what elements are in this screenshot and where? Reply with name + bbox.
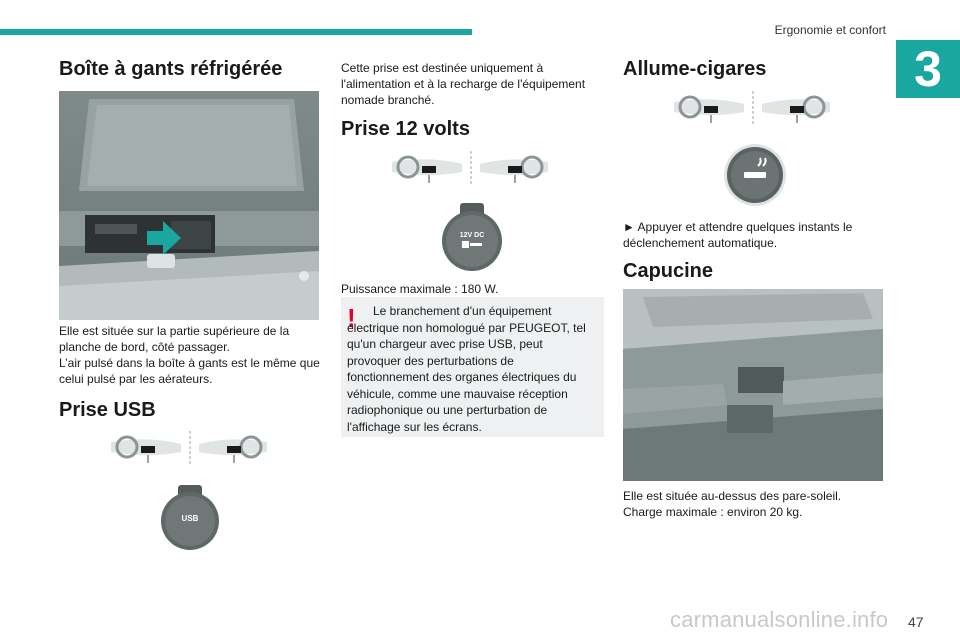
top-accent-bar: [0, 29, 472, 35]
capucine-text-line-1: Elle est située au-dessus des pare-solei…: [623, 489, 842, 503]
glovebox-text-line-2: planche de bord, côté passager.: [59, 340, 230, 354]
cigarette-lighter-icon: [722, 142, 788, 208]
max-power-text: Puissance maximale : 180 W.: [341, 282, 499, 296]
glovebox-photo: [59, 91, 319, 320]
capucine-photo: [623, 289, 883, 481]
watermark: carmanualsonline.info: [670, 607, 889, 632]
capucine-text-line-2: Charge maximale : environ 20 kg.: [623, 505, 803, 519]
lighter-heading: Allume-cigares: [623, 58, 767, 80]
usb-heading: Prise USB: [59, 399, 156, 421]
lighter-text-line-2: déclenchement automatique.: [623, 236, 778, 250]
steering-position-diagram-usb: [109, 428, 269, 468]
glovebox-text-line-3: L’air pulsé dans la boîte à gants est le…: [59, 356, 320, 370]
socket-intro-line-1: Cette prise est destinée uniquement à: [341, 61, 544, 75]
steering-position-diagram-lighter: [672, 88, 832, 128]
12v-socket-label: 12V DC: [460, 232, 485, 239]
page-number: 47: [908, 614, 924, 630]
steering-position-diagram-12v: [390, 148, 550, 188]
socket-intro-line-2: l'alimentation et à la recharge de l'équ…: [341, 77, 586, 91]
warning-icon: !: [347, 303, 356, 333]
glovebox-text-line-1: Elle est située sur la partie supérieure…: [59, 324, 290, 338]
chapter-number-tab: 3: [896, 40, 960, 98]
warning-text: Le branchement d'un équipement électriqu…: [347, 304, 586, 434]
glovebox-heading: Boîte à gants réfrigérée: [59, 58, 283, 80]
12v-socket-icon: 12V DC: [440, 201, 504, 273]
warning-note: ! Le branchement d'un équipement électri…: [341, 297, 604, 437]
section-title: Ergonomie et confort: [774, 23, 886, 37]
usb-socket-label: USB: [182, 514, 199, 523]
socket12-heading: Prise 12 volts: [341, 118, 470, 140]
capucine-heading: Capucine: [623, 260, 714, 282]
usb-socket-icon: USB: [158, 483, 222, 551]
lighter-text-line-1: ► Appuyer et attendre quelques instants …: [623, 220, 853, 234]
glovebox-text-line-4: celui pulsé par les aérateurs.: [59, 372, 213, 386]
socket-intro-line-3: nomade branché.: [341, 93, 435, 107]
